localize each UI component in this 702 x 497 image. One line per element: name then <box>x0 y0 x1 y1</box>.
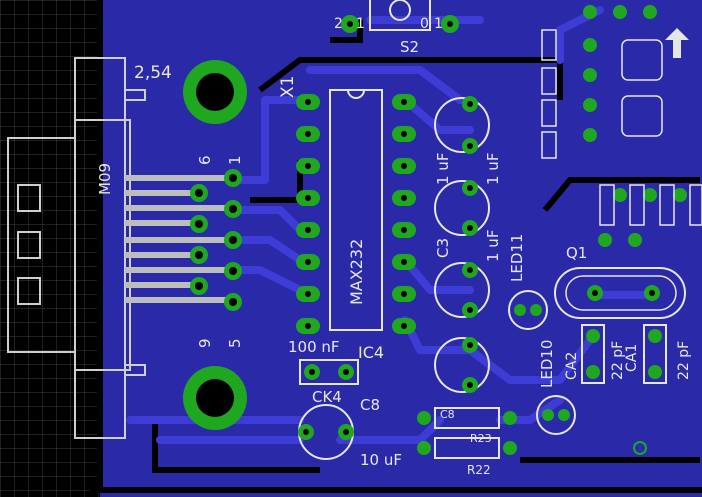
s2-pin1b-label: 1 <box>434 16 443 32</box>
max232-ic[interactable] <box>296 89 416 334</box>
pf22-a-label: 22 pF <box>610 341 626 380</box>
s2-pin1-label: 1 <box>356 16 365 32</box>
pf22-b-label: 22 pF <box>676 341 692 380</box>
s2-pin2-label: 2 <box>334 16 343 32</box>
connector-pin-legs <box>125 175 235 303</box>
pin9-label: 9 <box>196 338 214 348</box>
s2-pin0-label: 0 <box>420 16 429 32</box>
ic4-label: IC4 <box>358 343 384 362</box>
connector-ref-label: X1 <box>278 76 298 98</box>
cap-c3-label: C3 <box>434 238 452 258</box>
r22-label: R22 <box>467 463 491 477</box>
crystal-q1[interactable] <box>554 267 686 319</box>
ca1-label: CA1 <box>624 344 640 372</box>
cap-ck4-label: CK4 <box>312 388 342 406</box>
isolation-lines <box>90 0 702 493</box>
silkscreen-text: 2,54 X1 M09 6 1 9 5 MAX232 IC4 100 nF CK… <box>96 16 692 477</box>
cap-pads[interactable] <box>298 96 478 440</box>
cap-100nf-label: 100 nF <box>288 338 340 356</box>
cap-1uf-a-label: 1 uF <box>434 153 452 185</box>
resistors[interactable] <box>417 407 517 459</box>
ceramic-cap-ck4[interactable] <box>299 359 359 385</box>
cap-10uf-label: 10 uF <box>360 451 402 469</box>
copper-traces <box>126 6 654 444</box>
connector-type-label: M09 <box>96 163 114 195</box>
r-c8-label: C8 <box>440 408 455 421</box>
pin5-label: 5 <box>226 338 244 348</box>
header-pads[interactable] <box>583 5 687 455</box>
up-arrow-icon <box>665 28 689 58</box>
pin1-label: 1 <box>226 155 244 165</box>
ic-value-label: MAX232 <box>347 239 366 305</box>
copper-pour <box>100 0 702 497</box>
header-pin-rows <box>541 29 702 226</box>
connector-pitch-label: 2,54 <box>134 63 172 83</box>
pin6-label: 6 <box>196 155 214 165</box>
db9-connector[interactable] <box>7 57 146 439</box>
cap-c8-label: C8 <box>360 396 380 414</box>
mounting-holes[interactable] <box>183 60 247 430</box>
connector-pads[interactable] <box>190 169 242 311</box>
cap-1uf-c-label: 1 uF <box>484 230 502 262</box>
ceramic-caps-ca[interactable] <box>581 324 667 384</box>
cap-1uf-b-label: 1 uF <box>484 153 502 185</box>
led10-label: LED10 <box>538 340 556 388</box>
led11-label: LED11 <box>508 234 526 282</box>
crystal-q1-label: Q1 <box>566 244 587 262</box>
switch-s2-label: S2 <box>400 38 419 56</box>
led-pads[interactable] <box>514 304 570 421</box>
ca2-label: CA2 <box>564 352 580 380</box>
leds[interactable] <box>508 290 576 435</box>
r23-label: R23 <box>470 432 492 445</box>
switch-s2[interactable] <box>341 0 459 33</box>
